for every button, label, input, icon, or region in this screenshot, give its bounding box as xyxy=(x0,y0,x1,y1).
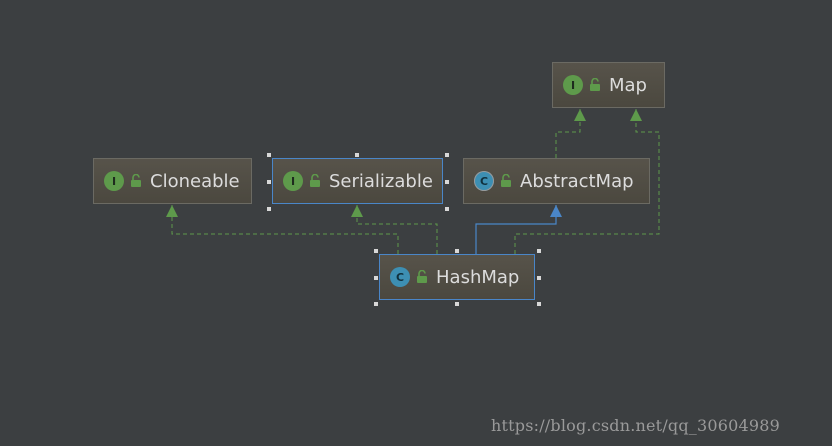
arrowhead-map-1 xyxy=(574,109,586,121)
selection-handle[interactable] xyxy=(355,153,359,157)
arrowhead-cloneable xyxy=(166,205,178,217)
edge-hashmap-implements-cloneable xyxy=(171,205,399,254)
selection-handle[interactable] xyxy=(455,249,459,253)
edge-hashmap-extends-abstractmap xyxy=(475,205,557,254)
selection-handle[interactable] xyxy=(445,207,449,211)
selection-handle[interactable] xyxy=(267,180,271,184)
node-serializable[interactable]: I Serializable xyxy=(272,158,443,204)
selection-handle[interactable] xyxy=(537,302,541,306)
selection-handle[interactable] xyxy=(374,276,378,280)
arrowhead-map-2 xyxy=(630,109,642,121)
selection-handle[interactable] xyxy=(374,249,378,253)
unlock-icon xyxy=(131,174,141,187)
unlock-icon xyxy=(310,174,320,187)
edge-hashmap-implements-serializable xyxy=(356,205,438,254)
edge-hashmap-implements-map xyxy=(514,109,660,254)
selection-handle[interactable] xyxy=(445,180,449,184)
selection-handle[interactable] xyxy=(374,302,378,306)
selection-handle[interactable] xyxy=(537,276,541,280)
selection-handle[interactable] xyxy=(455,302,459,306)
selection-handle[interactable] xyxy=(267,153,271,157)
arrowhead-serializable xyxy=(351,205,363,217)
node-cloneable[interactable]: I Cloneable xyxy=(93,158,252,204)
node-label: AbstractMap xyxy=(520,170,634,192)
unlock-icon xyxy=(501,174,511,187)
node-label: HashMap xyxy=(436,266,520,288)
unlock-icon xyxy=(417,270,427,283)
watermark-url: https://blog.csdn.net/qq_30604989 xyxy=(491,416,781,435)
selection-handle[interactable] xyxy=(445,153,449,157)
interface-badge-icon: I xyxy=(283,171,303,191)
selection-handle[interactable] xyxy=(267,207,271,211)
node-label: Serializable xyxy=(329,170,433,192)
node-abstractmap[interactable]: C AbstractMap xyxy=(463,158,650,204)
node-hashmap[interactable]: C HashMap xyxy=(379,254,535,300)
interface-badge-icon: I xyxy=(104,171,124,191)
arrowhead-abstractmap xyxy=(550,205,562,217)
node-label: Map xyxy=(609,74,647,96)
edge-abstractmap-implements-map xyxy=(555,109,581,158)
selection-handle[interactable] xyxy=(537,249,541,253)
unlock-icon xyxy=(590,78,600,91)
class-badge-icon: C xyxy=(390,267,410,287)
interface-badge-icon: I xyxy=(563,75,583,95)
node-map[interactable]: I Map xyxy=(552,62,665,108)
abstract-class-badge-icon: C xyxy=(474,171,494,191)
node-label: Cloneable xyxy=(150,170,240,192)
